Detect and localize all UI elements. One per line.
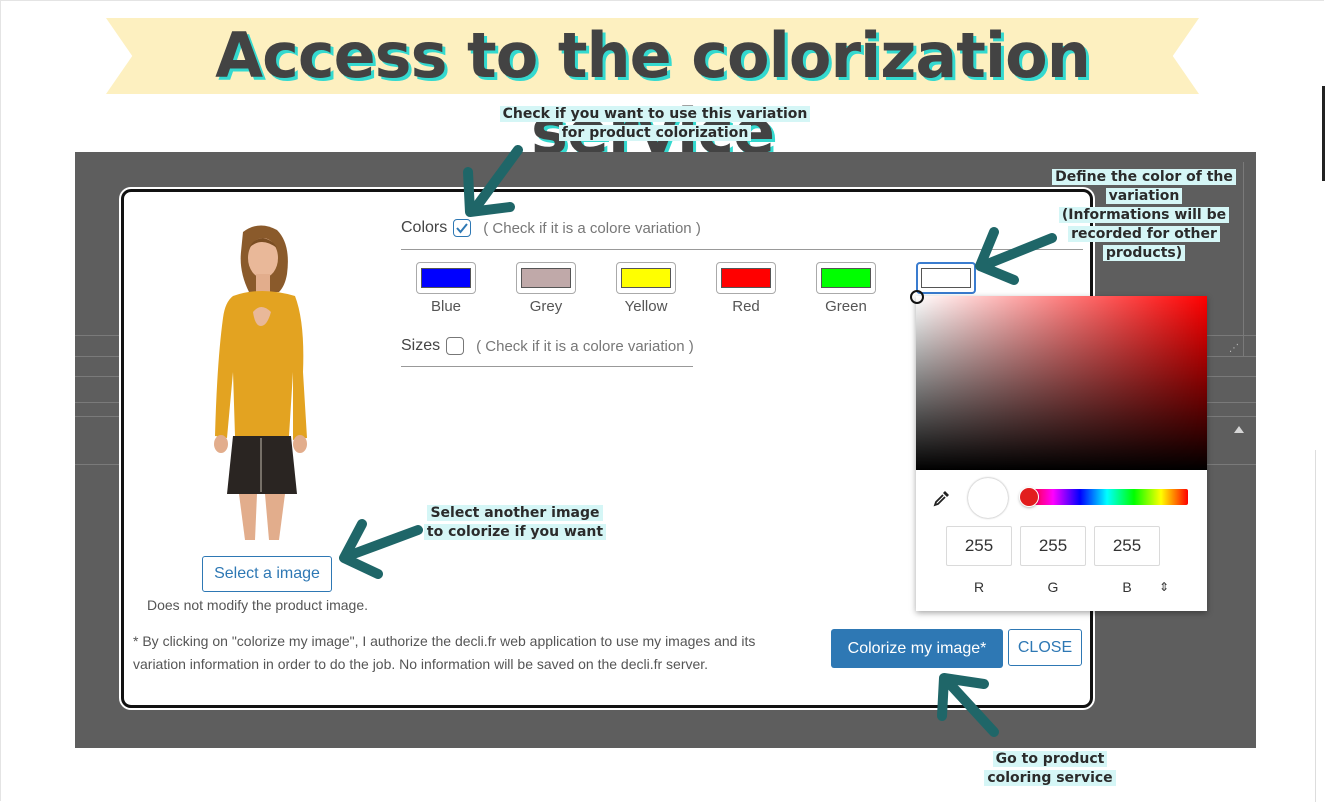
swatch-label: Blue <box>430 298 462 315</box>
swatch-box <box>916 262 976 294</box>
annotation-text: to colorize if you want <box>423 524 607 540</box>
blue-label: B <box>1122 579 1132 595</box>
product-image <box>214 225 307 540</box>
swatch-blue[interactable]: Blue <box>415 262 477 315</box>
eyedropper-icon[interactable] <box>932 488 952 508</box>
colors-divider <box>401 249 1083 250</box>
annotation-text: (Informations will be <box>1058 207 1230 223</box>
swatch-fill <box>821 268 871 288</box>
colors-hint: ( Check if it is a colore variation ) <box>483 219 701 237</box>
swatch-fill <box>421 268 471 288</box>
annotation-text: variation <box>1105 188 1183 204</box>
annotation-text: for product colorization <box>558 125 752 141</box>
swatch-label: Grey <box>529 298 563 315</box>
sizes-checkbox[interactable] <box>446 337 465 355</box>
swatch-fill <box>721 268 771 288</box>
annotation-text: products) <box>1102 245 1186 261</box>
page-edge-line <box>1315 450 1316 802</box>
swatch-grey[interactable]: Grey <box>515 262 577 315</box>
swatch-label: Green <box>825 298 867 315</box>
scrollbar-edge <box>1322 86 1325 181</box>
swatch-new-color[interactable] <box>915 262 977 294</box>
close-button[interactable]: CLOSE <box>1008 629 1082 666</box>
colorize-my-image-button[interactable]: Colorize my image* <box>831 629 1003 668</box>
swatch-green[interactable]: Green <box>815 262 877 315</box>
sizes-attribute-row: Sizes ( Check if it is a colore variatio… <box>401 337 694 355</box>
consent-disclaimer: * By clicking on "colorize my image", I … <box>133 633 756 672</box>
annotation-text: coloring service <box>984 770 1116 786</box>
annotation-text: recorded for other <box>1068 226 1220 242</box>
saturation-area[interactable] <box>910 290 1207 470</box>
swatch-fill <box>521 268 571 288</box>
colors-label: Colors <box>401 219 448 236</box>
swatch-fill <box>921 268 971 288</box>
swatch-label: Red <box>732 298 760 315</box>
resize-grip-icon[interactable]: ⋰ <box>1229 343 1239 354</box>
check-icon <box>456 223 469 234</box>
blue-input[interactable]: 255 <box>1094 526 1160 566</box>
saturation-handle[interactable] <box>910 290 924 304</box>
swatch-box <box>716 262 776 294</box>
select-image-button[interactable]: Select a image <box>202 556 332 592</box>
image-note: Does not modify the product image. <box>147 597 369 613</box>
backdrop-line <box>1243 162 1244 357</box>
annotation-text: Go to product <box>992 751 1108 767</box>
scroll-up-arrow-icon[interactable] <box>1234 426 1244 433</box>
color-preview <box>968 478 1008 518</box>
annotation-text: Select another image <box>427 505 603 521</box>
color-picker: 255 255 255 R G B ⇕ <box>910 290 1207 611</box>
swatch-fill <box>621 268 671 288</box>
swatch-red[interactable]: Red <box>715 262 777 315</box>
swatch-box <box>416 262 476 294</box>
colors-attribute-row: Colors ( Check if it is a colore variati… <box>401 219 701 237</box>
swatch-box <box>816 262 876 294</box>
mode-toggle-icon[interactable]: ⇕ <box>1159 580 1170 594</box>
green-label: G <box>1047 579 1059 595</box>
sizes-divider <box>401 366 693 367</box>
page-title: Access to the colorization service <box>215 19 1091 168</box>
sizes-hint: ( Check if it is a colore variation ) <box>476 337 694 355</box>
annotation-service: Go to product coloring service <box>970 750 1130 788</box>
swatch-box <box>516 262 576 294</box>
annotation-checkbox: Check if you want to use this variation … <box>470 105 840 143</box>
green-input[interactable]: 255 <box>1020 526 1086 566</box>
swatch-label: Yellow <box>624 298 668 315</box>
swatch-yellow[interactable]: Yellow <box>615 262 677 315</box>
red-input[interactable]: 255 <box>946 526 1012 566</box>
annotation-image: Select another image to colorize if you … <box>415 504 615 542</box>
annotation-color: Define the color of the variation (Infor… <box>1044 168 1244 263</box>
annotation-text: Define the color of the <box>1052 169 1236 185</box>
hue-slider[interactable] <box>1020 488 1188 506</box>
hue-handle[interactable] <box>1020 488 1038 506</box>
sizes-label: Sizes <box>401 337 441 354</box>
title-banner <box>106 18 1199 94</box>
annotation-text: Check if you want to use this variation <box>499 106 811 122</box>
colors-checkbox[interactable] <box>453 219 472 237</box>
red-label: R <box>973 579 985 595</box>
swatch-box <box>616 262 676 294</box>
